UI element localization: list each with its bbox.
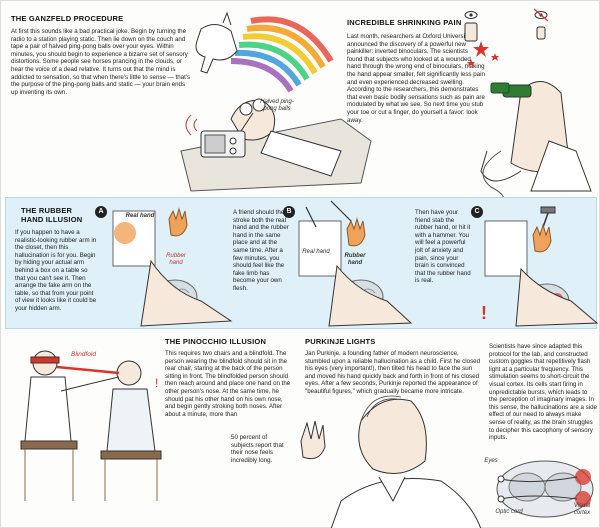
ping-pong-label: Halved ping-pong balls [260,99,294,112]
purkinje-body: Jan Purkinje, a founding father of moder… [305,350,481,395]
eyes-label: Eyes [484,458,498,464]
rainbow-visions [230,16,334,93]
hand-icon-large [464,22,478,42]
radio-icon [200,112,254,158]
binocular-person [480,81,592,192]
horse-vision-icon [195,11,238,74]
panel-a-real-hand-label: Real hand [125,213,155,219]
waving-hand-icon [300,420,326,460]
panel-c-arm [515,267,599,327]
pain-stars-icon [467,41,499,67]
eye-icon-left [464,11,478,19]
brush-icon [305,200,352,228]
panel-a-box [112,210,156,267]
panel-a-rubber-hand-label: Rubber hand [166,253,186,266]
rubber-step-c-text: Then have your friend stab the rubber ha… [415,209,471,285]
optic-cord-label: Optic cord [495,509,523,515]
panel-a-rubber-hand-icon [168,207,188,237]
visual-cortex-label: Visual cortex [573,503,591,516]
long-nose [56,365,120,375]
rubber-intro: If you happen to have a realistic-lookin… [15,229,97,312]
panel-c-rubber-hand-icon [532,223,552,253]
step-b-badge: B [283,206,295,218]
static-lines [185,114,198,136]
eye-icon-right [533,8,549,22]
step-a-badge: A [95,206,107,218]
purkinje-title: PURKINJE LIGHTS [305,337,376,346]
blindfolded-person [20,350,78,501]
alert-icon: ! [481,303,487,323]
step-c-badge: C [471,206,483,218]
reaching-arm [60,376,120,392]
purkinje-hair [360,395,402,422]
panel-b-rubber-hand-icon [346,217,366,247]
binoculars-icon [490,82,510,94]
shrinking-body: Last month, researchers at Oxford Univer… [347,33,485,124]
purkinje-body2: Scientists have since adapted this proto… [489,343,598,442]
rubber-title: THE RUBBER HAND ILLUSION [21,206,83,224]
panel-b-rubber-hand-label: Rubber hand [344,253,366,266]
pinocchio-body2: 50 percent of subjects report that their… [231,434,284,464]
hand-icon-small [536,26,546,40]
panel-b-box [298,220,342,277]
blindfold-label: Blindfold [71,351,96,358]
rubber-step-b-text: A friend should then stroke both the rea… [233,209,289,292]
shrinking-title: INCREDIBLE SHRINKING PAIN [347,18,462,27]
ganzfeld-title: THE GANZFELD PROCEDURE [11,14,124,23]
panel-b-real-hand-label: Real hand [302,249,330,255]
brain-cross-section [496,460,594,518]
panel-a-arm [140,259,233,327]
panel-c-box [484,220,528,277]
front-person [100,360,162,501]
purkinje-portrait [330,398,482,528]
pinocchio-title: THE PINOCCHIO ILLUSION [165,337,267,346]
ping-pong-ball-left [239,102,253,116]
panel-b-arm [328,264,413,327]
eyes-icon [497,475,505,503]
ganzfeld-body: At first this sounds like a bad practica… [11,28,191,96]
svg-text:!: ! [481,303,487,323]
ping-pong-ball-right [252,98,266,112]
pinocchio-alert-icon: ! [155,376,158,390]
pinocchio-body1: This requires two chairs and a blindfold… [165,350,291,418]
